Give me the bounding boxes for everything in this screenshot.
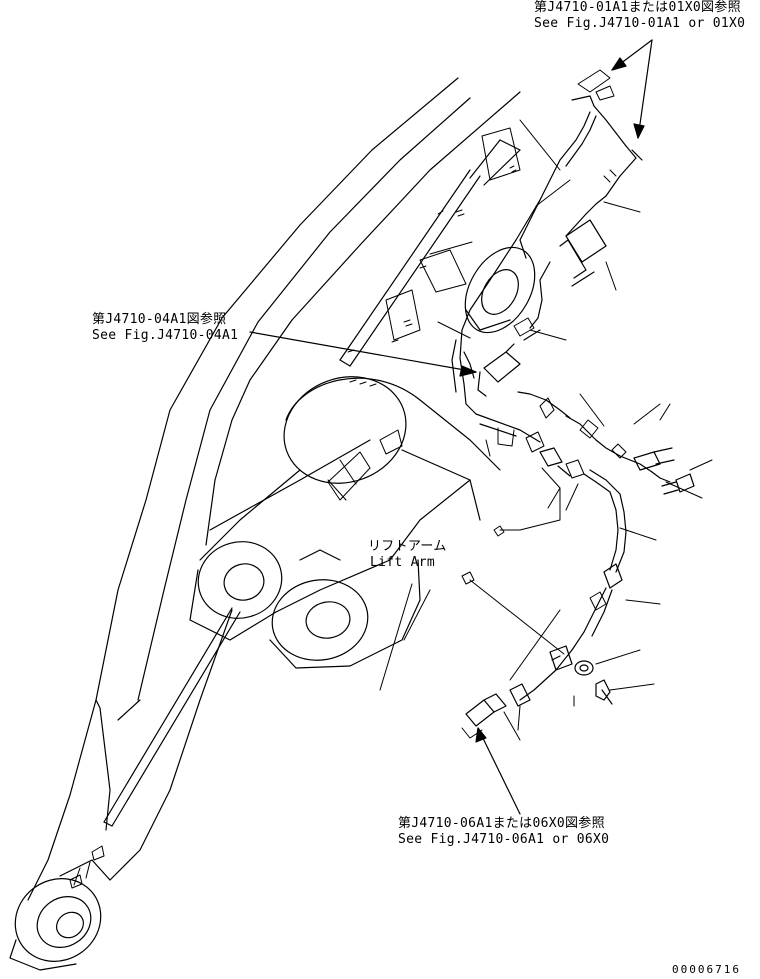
lift-arm-label-en: Lift Arm bbox=[370, 555, 436, 570]
reference-note-middle-jp: 第J4710-04A1図参照 bbox=[92, 312, 227, 327]
reference-note-top: 第J4710-01A1または01X0図参照 See Fig.J4710-01A1… bbox=[534, 0, 745, 32]
upper-pivot-boss bbox=[464, 199, 541, 334]
cross-tube bbox=[189, 376, 501, 669]
lift-arm-label: リフトアーム Lift Arm bbox=[368, 539, 447, 571]
reference-note-top-jp: 第J4710-01A1または01X0図参照 bbox=[534, 0, 741, 15]
lift-arm-body bbox=[9, 77, 521, 971]
reference-arrows bbox=[249, 39, 653, 815]
lift-arm-label-jp: リフトアーム bbox=[368, 539, 447, 554]
reference-note-bottom: 第J4710-06A1または06X0図参照 See Fig.J4710-06A1… bbox=[398, 816, 609, 848]
reference-note-top-en: See Fig.J4710-01A1 or 01X0 bbox=[534, 16, 746, 31]
reference-note-middle: 第J4710-04A1図参照 See Fig.J4710-04A1 bbox=[92, 312, 238, 344]
harness-routing bbox=[451, 69, 695, 739]
drawing-number: 00006716 bbox=[672, 963, 741, 976]
reference-note-bottom-en: See Fig.J4710-06A1 or 06X0 bbox=[398, 832, 610, 847]
arm-rail-strip bbox=[339, 127, 521, 387]
reference-note-middle-en: See Fig.J4710-04A1 bbox=[92, 328, 239, 343]
leader-lines bbox=[327, 119, 713, 741]
reference-note-bottom-jp: 第J4710-06A1または06X0図参照 bbox=[398, 816, 605, 831]
